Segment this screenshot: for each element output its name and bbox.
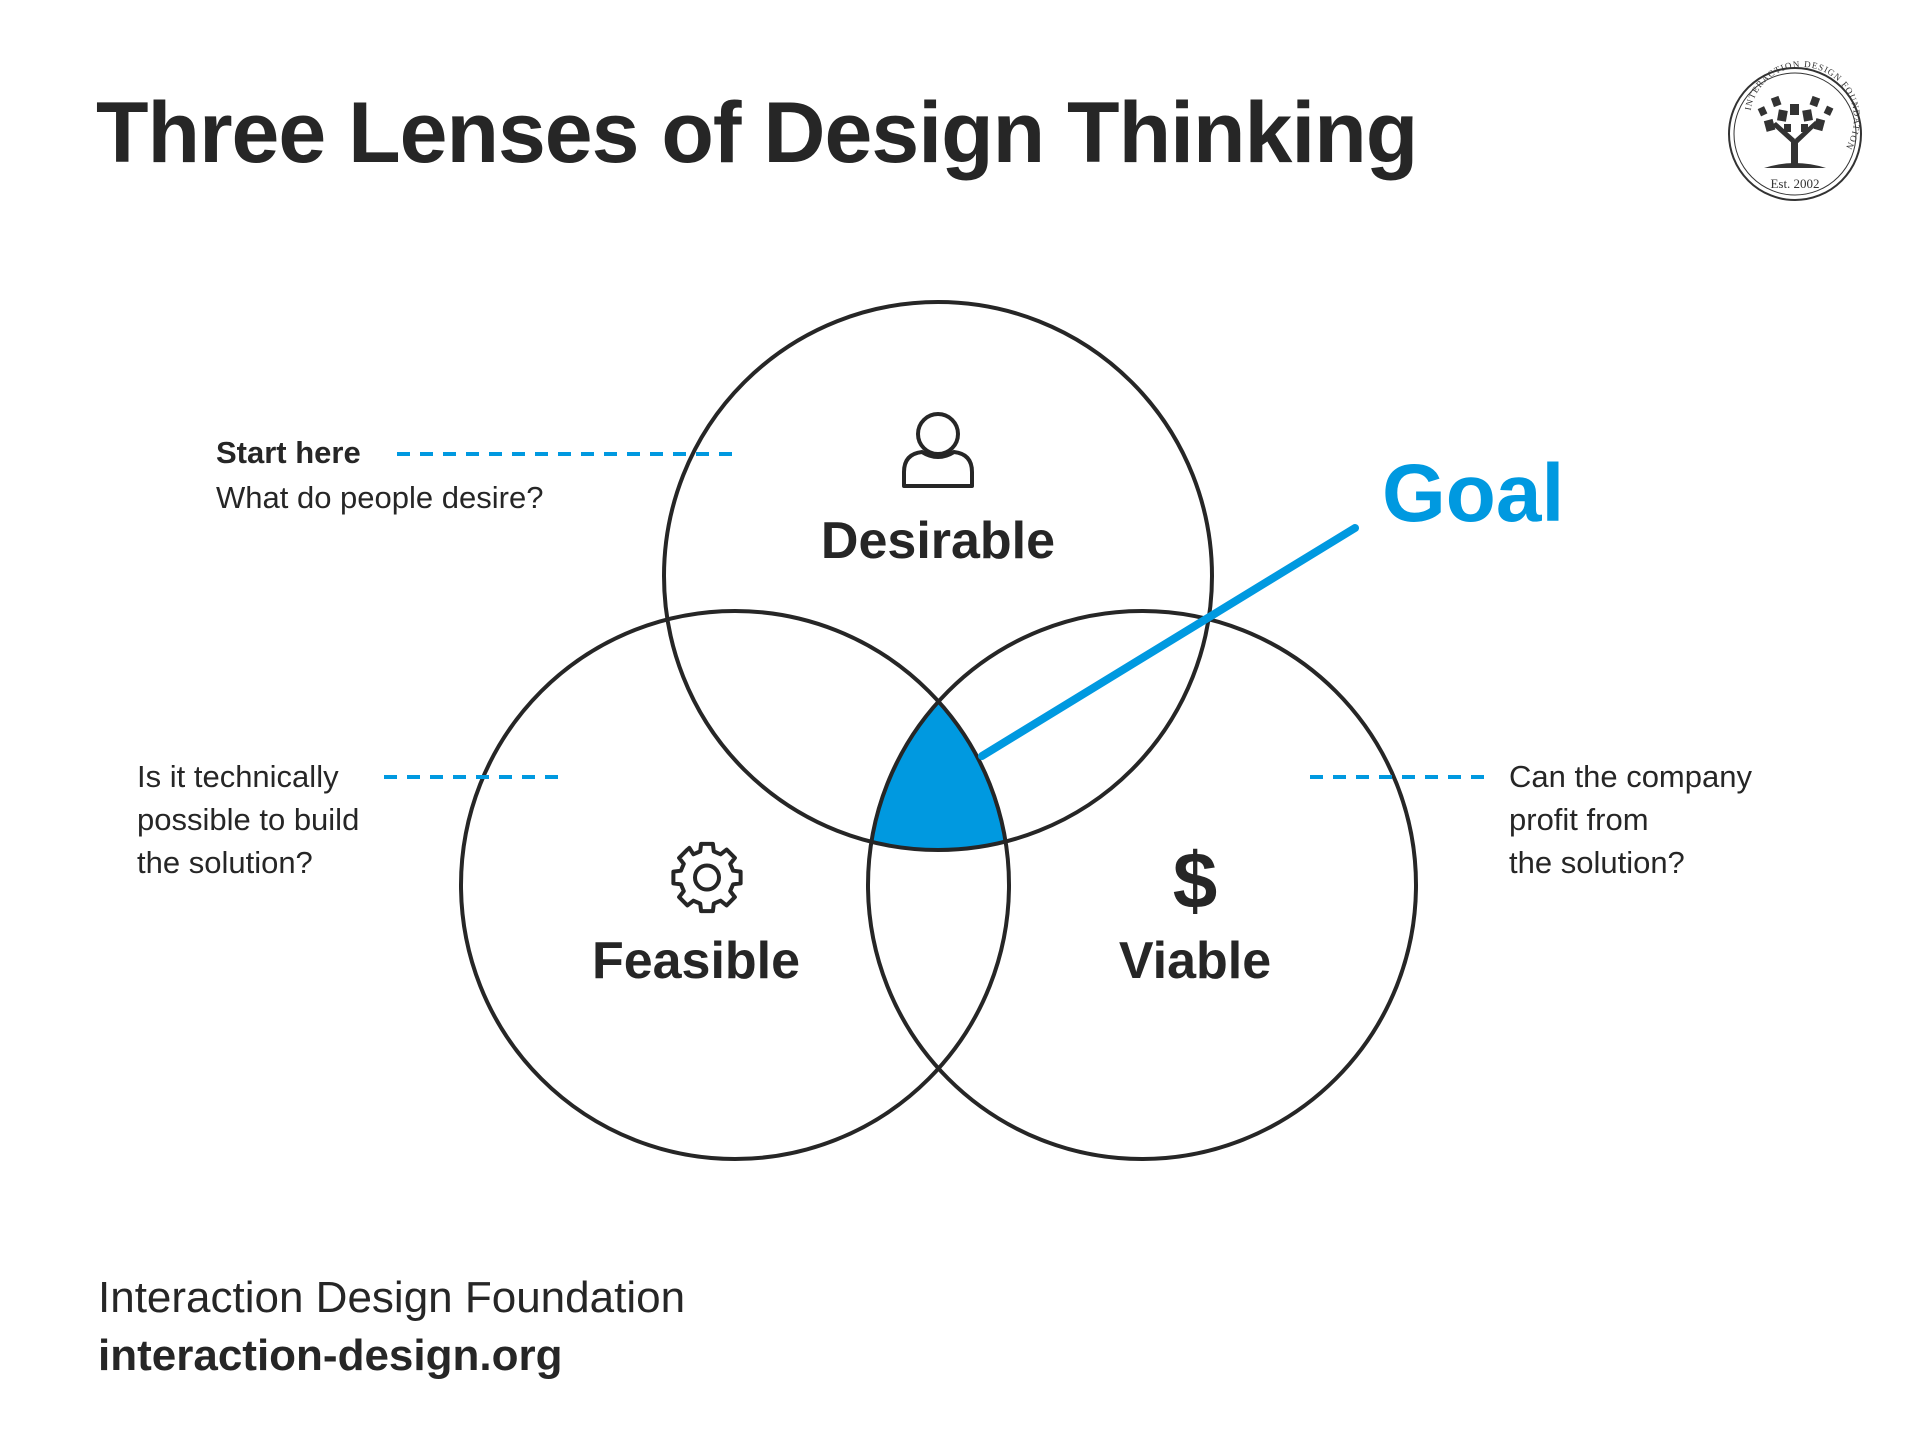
start-annotation: Start here What do people desire? (216, 435, 740, 515)
goal-label: Goal (1382, 448, 1564, 539)
tree-icon (1757, 95, 1834, 168)
viable-note-line: the solution? (1509, 845, 1685, 880)
footer-organization: Interaction Design Foundation (98, 1273, 685, 1322)
feasible-note-line: possible to build (137, 802, 359, 837)
gear-icon (671, 841, 743, 914)
viable-annotation: Can the company profit from the solution… (1310, 759, 1752, 880)
feasible-note-line: Is it technically (137, 759, 339, 794)
feasible-circle (459, 609, 1011, 1161)
viable-note-line: profit from (1509, 802, 1649, 837)
viable-circle (866, 609, 1418, 1161)
feasible-note-line: the solution? (137, 845, 313, 880)
desirable-circle (662, 300, 1214, 852)
dollar-icon: $ (1173, 836, 1218, 925)
start-text: What do people desire? (216, 480, 543, 515)
footer-url[interactable]: interaction-design.org (98, 1331, 562, 1380)
viable-note-line: Can the company (1509, 759, 1752, 794)
viable-label: Viable (1119, 932, 1271, 990)
feasible-label: Feasible (592, 932, 800, 990)
desirable-label: Desirable (821, 512, 1055, 570)
feasible-annotation: Is it technically possible to build the … (137, 759, 562, 880)
idf-badge-logo: INTERACTION DESIGN FOUNDATION Est. 2002 (1728, 59, 1862, 201)
goal-intersection-region (868, 611, 1009, 850)
badge-established: Est. 2002 (1770, 176, 1819, 191)
person-icon (902, 412, 974, 488)
start-heading: Start here (216, 435, 361, 470)
goal-pointer-line (978, 524, 1359, 760)
page-title: Three Lenses of Design Thinking (96, 85, 1417, 181)
